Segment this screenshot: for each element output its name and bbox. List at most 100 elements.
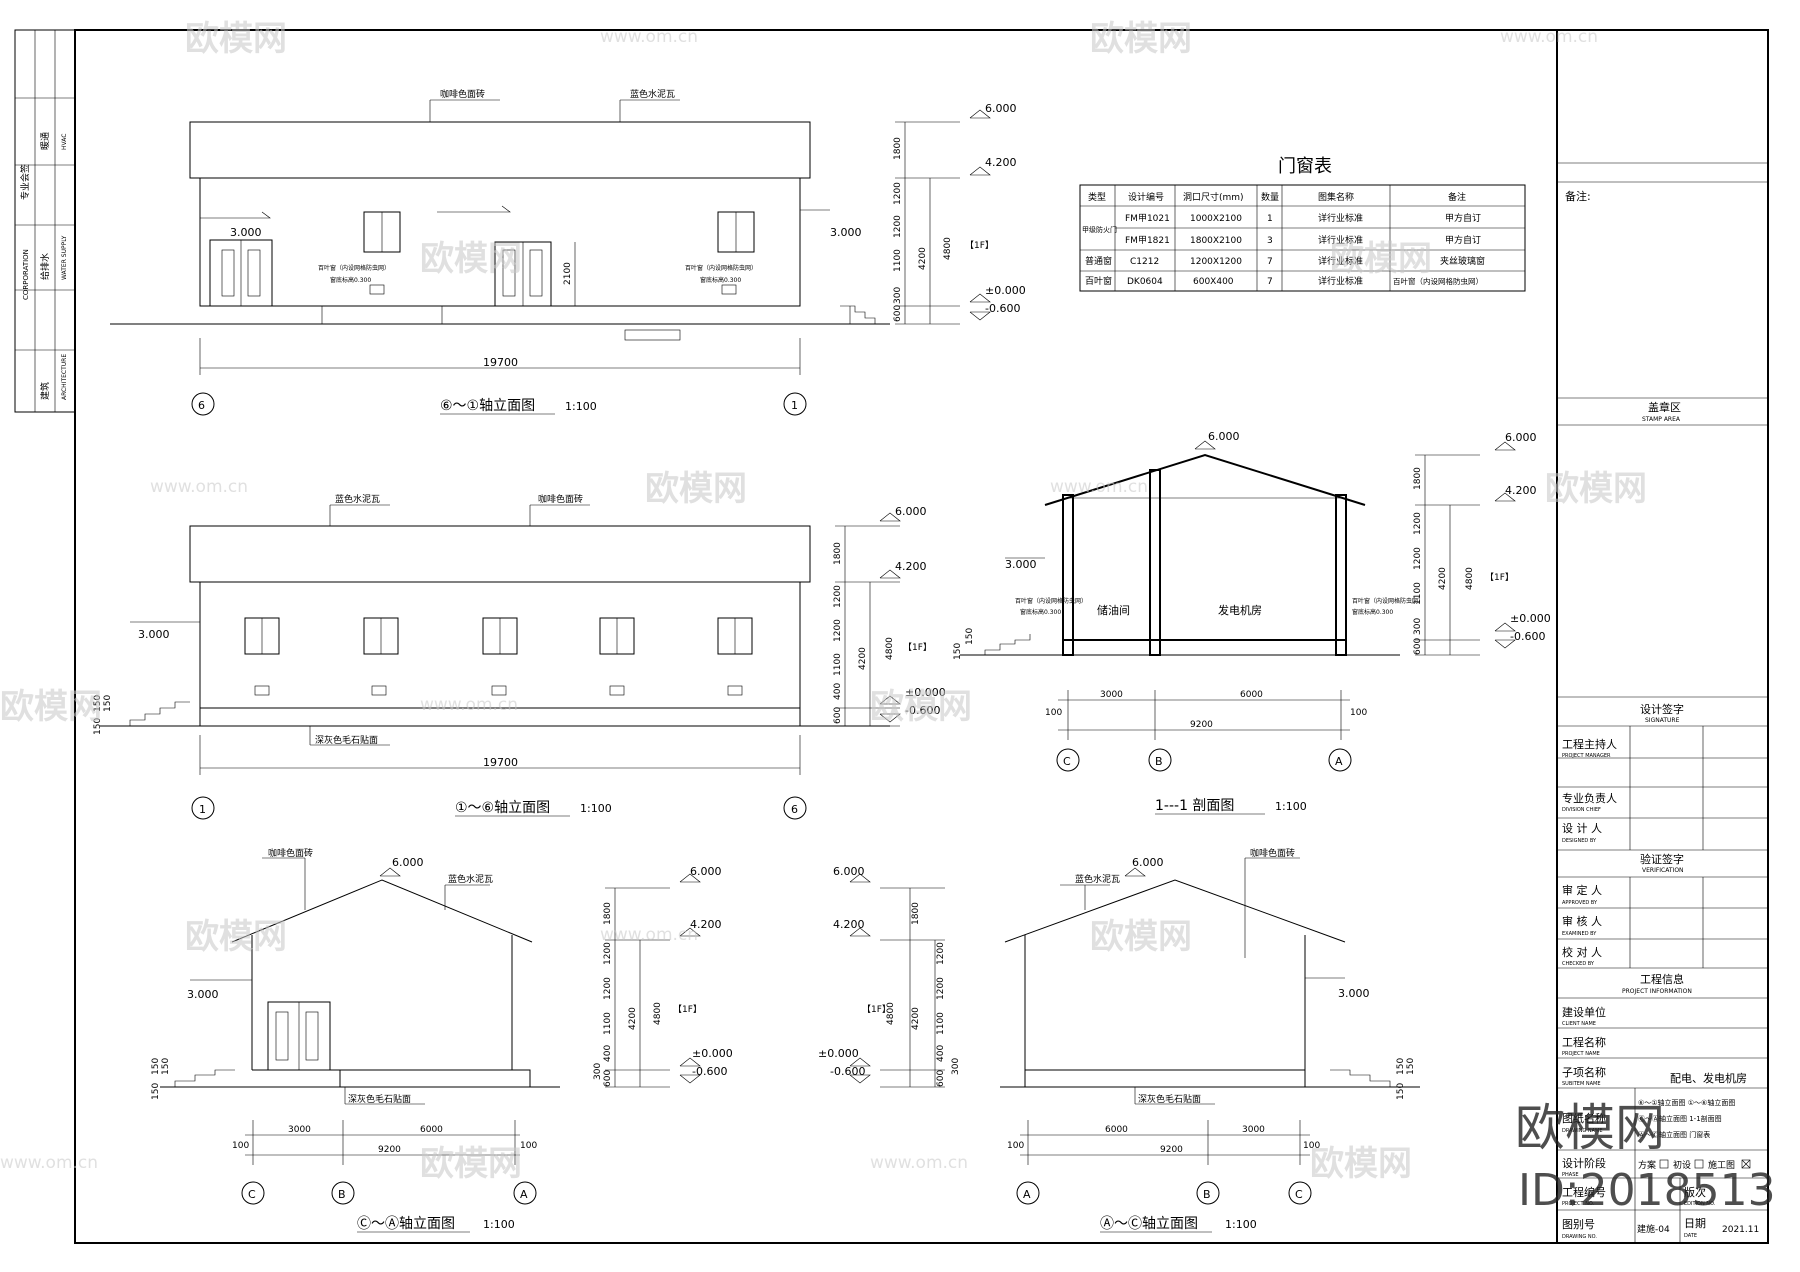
dim-text: 100 (1350, 708, 1367, 718)
watermark-text: 欧模网 (420, 1144, 522, 1184)
axis-bubble: A (520, 1188, 528, 1201)
edition-label-en: EDITION NO. (1684, 1201, 1716, 1207)
floor-tag: 【1F】 (1485, 572, 1514, 583)
strip-label: 专业会签 (19, 164, 31, 200)
watermark-text: 欧模网 (420, 239, 522, 279)
phase-checkbox-checked[interactable] (1741, 1159, 1751, 1169)
stamp-area-label-en: STAMP AREA (1642, 416, 1681, 423)
watermark-text: 欧模网 (185, 917, 287, 957)
table-cell: 甲级防火门 (1082, 225, 1117, 234)
phase-checkbox[interactable] (1694, 1159, 1704, 1169)
dim-text: 150 (965, 628, 975, 645)
elev-mark: -0.600 (905, 704, 940, 717)
floor-tag: 【1F】 (903, 642, 932, 653)
info-row-label-en: DRAWING NO. (1562, 1234, 1597, 1240)
floor-tag: 【1F】 (862, 1004, 891, 1015)
info-row-label: 建设单位 (1562, 1005, 1606, 1019)
elevation-a-c: 3.000 蓝色水泥瓦 咖啡色面砖 深灰色毛石贴面 6.000 150 150 … (818, 847, 1420, 1233)
elev-mark: ±0.000 (905, 686, 946, 699)
dim-text: 150 (93, 718, 103, 735)
elev-mark: 6.000 (833, 865, 865, 878)
dim-text: 150 (1396, 1083, 1406, 1100)
dim-text: 1200 (893, 215, 903, 238)
elev-mark: ±0.000 (985, 284, 1026, 297)
dim-text: 1200 (893, 182, 903, 205)
strip-label: 给排水 (39, 253, 51, 280)
dim-text: 1100 (603, 1012, 613, 1035)
watermark-text: 欧模网 (185, 19, 287, 59)
leader-label: 咖啡色面砖 (440, 88, 485, 100)
floor-tag: 【1F】 (673, 1004, 702, 1015)
phase-checkbox[interactable] (1659, 1159, 1669, 1169)
table-cell: 3 (1267, 236, 1273, 246)
dim-text: 150 (953, 643, 963, 660)
sign-row-label-en: APPROVED BY (1562, 900, 1598, 906)
elevation-c-a: 3.000 咖啡色面砖 蓝色水泥瓦 深灰色毛石贴面 6.000 150 150 … (151, 847, 733, 1233)
axis-bubble: B (1203, 1188, 1211, 1201)
dim-text: 1800 (1413, 467, 1423, 490)
dim-text: 4200 (628, 1007, 638, 1030)
elevation-6-1: 咖啡色面砖 蓝色水泥瓦 百叶窗（内设网格防虫网） 窗底标高0.300 百叶窗（内… (110, 88, 1026, 416)
table-header: 类型 (1088, 191, 1106, 203)
dim-text: 3000 (1100, 690, 1123, 700)
sign-row-label: 工程主持人 (1562, 737, 1617, 751)
watermark-text: 欧模网 (1310, 1144, 1412, 1184)
note-label: 百叶窗（内设网格防虫网） (1015, 597, 1087, 605)
axis-bubble: 1 (791, 399, 798, 412)
watermark-text: www.om.cn (1500, 27, 1598, 47)
info-row-label-en: SUBITEM NAME (1562, 1081, 1601, 1087)
room-label: 储油间 (1097, 603, 1130, 617)
drawing-name-value: Ⓒ～Ⓐ轴立面图 1-1剖面图 (1638, 1114, 1722, 1123)
dim-text: 100 (1045, 708, 1062, 718)
elev-mark: 3.000 (830, 226, 862, 239)
view-title: Ⓐ～Ⓒ轴立面图 (1100, 1216, 1198, 1232)
elev-mark: 3.000 (138, 628, 170, 641)
watermark-text: 欧模网 (645, 469, 747, 509)
axis-bubble: C (248, 1188, 256, 1201)
drawing-name-value: ⑥～①轴立面图 ①～⑥轴立面图 (1638, 1098, 1735, 1107)
info-row-label: 工程编号 (1562, 1185, 1606, 1199)
sign-row-label: 审 核 人 (1562, 914, 1602, 928)
table-cell: 百叶窗 (1085, 275, 1112, 287)
elev-mark: 3.000 (1005, 558, 1037, 571)
view-scale: 1:100 (580, 802, 612, 815)
table-cell: 百叶窗（内设网格防虫网） (1393, 276, 1483, 286)
watermark-text: 欧模网 (870, 687, 972, 727)
table-cell: FM甲1021 (1125, 213, 1170, 224)
sign-row-label: 设 计 人 (1562, 822, 1602, 835)
dim-text: 300 (593, 1063, 603, 1080)
dim-text: 150 (93, 695, 103, 712)
sign-row-label-en: DESIGNED BY (1562, 838, 1597, 844)
table-cell: DK0604 (1127, 277, 1163, 287)
table-cell: 600X400 (1193, 277, 1234, 287)
watermark-text: www.om.cn (420, 695, 518, 715)
leader-label: 深灰色毛石贴面 (315, 734, 378, 746)
watermark-text: www.om.cn (0, 1153, 98, 1173)
view-scale: 1:100 (1275, 800, 1307, 813)
leader-label: 咖啡色面砖 (538, 493, 583, 505)
table-cell: C1212 (1130, 257, 1159, 267)
dim-text: 400 (936, 1045, 946, 1062)
info-row-label: 设计阶段 (1562, 1156, 1606, 1170)
axis-bubble: C (1063, 755, 1071, 768)
dim-text: 4800 (943, 237, 953, 260)
table-header: 设计编号 (1128, 191, 1164, 203)
note-label: 百叶窗（内设网格防虫网） (318, 264, 390, 272)
project-info-label: 工程信息 (1640, 972, 1684, 986)
dim-text: 4200 (1438, 567, 1448, 590)
elev-mark: 4.200 (895, 560, 927, 573)
dim-text: 400 (603, 1045, 613, 1062)
dim-text: 1200 (936, 977, 946, 1000)
dim-text: 600 (893, 305, 903, 322)
table-cell: 1200X1200 (1190, 257, 1242, 267)
dim-text: 1200 (603, 942, 613, 965)
verify-sign-label-en: VERIFICATION (1642, 867, 1684, 874)
leader-label: 深灰色毛石贴面 (348, 1093, 411, 1105)
elev-mark: 4.200 (833, 918, 865, 931)
elev-mark: -0.600 (1510, 630, 1545, 643)
dim-text: 150 (1406, 1058, 1416, 1075)
leader-label: 蓝色水泥瓦 (335, 493, 380, 505)
info-row-label-en: PROJECT NAME (1562, 1051, 1600, 1057)
watermark-text: 欧模网 (1545, 469, 1647, 509)
view-scale: 1:100 (565, 400, 597, 413)
